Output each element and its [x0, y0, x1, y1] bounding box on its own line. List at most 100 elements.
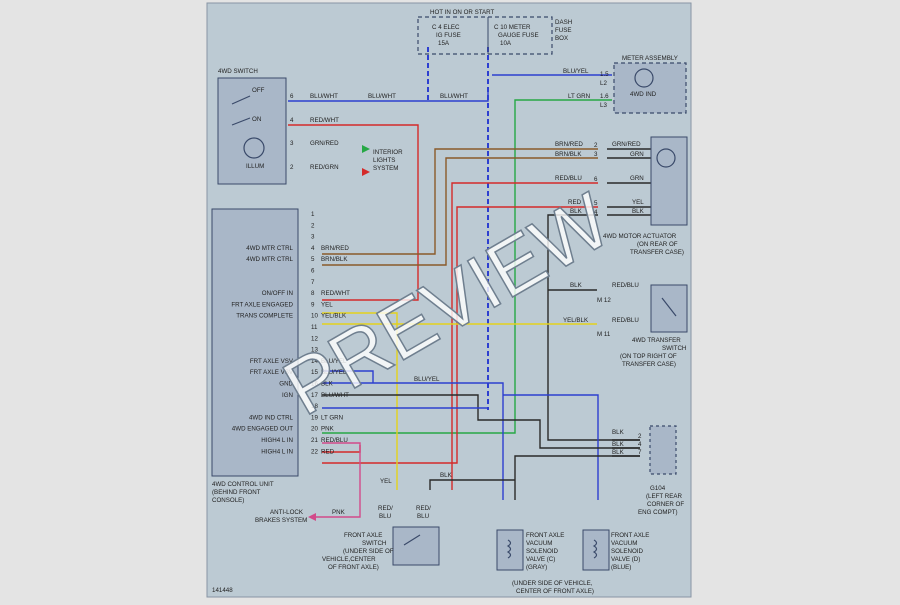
switch-contact-icon [231, 95, 251, 126]
g104-pin-2: 2 [638, 433, 642, 440]
fuse-c4-line-1: C 4 ELEC [432, 24, 460, 31]
front-switch-yel: YEL [380, 478, 392, 485]
vsv-d-caption-4: VALVE (D) [611, 556, 640, 563]
motor-caption-1: 4WD MOTOR ACTUATOR [603, 233, 677, 240]
meter-pin-4: L3 [600, 102, 607, 109]
cu-pin-number: 9 [311, 301, 315, 308]
cu-pin-wire: BLU/YEL [321, 369, 347, 376]
motor-right-grn-red: GRN/RED [612, 141, 641, 148]
interior-lights-1: INTERIOR [373, 149, 403, 156]
cu-pin-number: 15 [311, 369, 318, 376]
wire-red-blu-motor [451, 182, 598, 490]
mid-blu-yel-label: BLU/YEL [414, 376, 440, 383]
motor-box [650, 136, 688, 226]
motor-wire-red-blu: RED/BLU [555, 175, 582, 182]
cu-pin-wire: BRN/BLK [321, 256, 348, 263]
transfer-contact-icon [661, 297, 677, 317]
wire-lt-grn [322, 99, 612, 434]
switch-wire-red-grn: RED/GRN [310, 164, 339, 171]
transfer-caption-3: (ON TOP RIGHT OF [620, 353, 677, 360]
interior-lights-3: SYSTEM [373, 165, 398, 172]
switch-wire-grn-red: GRN/RED [310, 140, 339, 147]
g104-box [649, 425, 677, 475]
transfer-switch-box [650, 284, 688, 333]
wire-blk-bottom [429, 455, 640, 500]
meter-pin-1: 1.5 [600, 71, 609, 78]
cu-pin-number: 19 [311, 414, 318, 421]
4wd-motor-actuator [650, 136, 688, 226]
cu-caption-1: 4WD CONTROL UNIT [212, 481, 274, 488]
cu-pin-number: 18 [311, 403, 318, 410]
meter-assembly [613, 62, 687, 114]
front-switch-left-2: BLU [379, 513, 391, 520]
motor-right-grn-2: GRN [630, 175, 644, 182]
front-switch-caption-2: SWITCH [362, 540, 386, 547]
cu-pin-number: 13 [311, 347, 318, 354]
transfer-blk-label: BLK [570, 282, 583, 289]
arrow-right-icon [362, 145, 370, 153]
meter-box [613, 62, 687, 114]
wire-blk-motor [547, 214, 640, 441]
cu-pin-wire: PNK [321, 426, 335, 433]
vsv-d [582, 529, 610, 571]
blk-bottom-label: BLK [440, 472, 453, 479]
motor-right-yel: YEL [632, 199, 644, 206]
transfer-caption-4: TRANSFER CASE) [622, 361, 676, 368]
wire-blu-wht-fuse [427, 47, 489, 410]
wire-blk-ground [322, 394, 640, 449]
4wd-ind-lamp-icon [634, 68, 654, 88]
switch-on-label: ON [252, 116, 261, 123]
illum-lamp-icon [243, 137, 265, 159]
front-switch-caption-4: VEHICLE,CENTER [322, 556, 376, 563]
wire-blu-yel-vsv-d [503, 394, 599, 500]
cu-caption-3: CONSOLE) [212, 497, 244, 504]
wire-blu-yel-14 [322, 370, 374, 383]
meter-wire-lt-grn: LT GRN [568, 93, 590, 100]
switch-wire-red-wht: RED/WHT [310, 117, 339, 124]
motor-caption-2: (ON REAR OF [637, 241, 678, 248]
wire-brn-red [322, 148, 598, 255]
cu-pin-wire: RED [321, 448, 335, 455]
cu-pin-wire: YEL/BLK [321, 313, 347, 320]
g104-ground [649, 425, 677, 475]
front-switch-right-2: BLU [417, 513, 429, 520]
front-switch-caption-1: FRONT AXLE [344, 532, 382, 539]
switch-illum-label: ILLUM [246, 163, 264, 170]
solenoid-c-icon [506, 539, 512, 559]
cu-pin-number: 7 [311, 279, 315, 286]
front-switch-caption-5: OF FRONT AXLE) [328, 564, 379, 571]
cu-pin-number: 22 [311, 448, 318, 455]
wire-red-wht [288, 124, 419, 301]
cu-pin-number: 14 [311, 358, 318, 365]
motor-right-blk: BLK [632, 208, 645, 215]
cu-caption-2: (BEHIND FRONT [212, 489, 261, 496]
front-switch-caption-3: (UNDER SIDE OF [343, 548, 394, 555]
motor-wire-brn-blk: BRN/BLK [555, 151, 582, 158]
motor-wire-brn-red: BRN/RED [555, 141, 583, 148]
arrow-left-icon [308, 513, 316, 521]
cu-pin-wire: LT GRN [321, 414, 343, 421]
arrow-layer [308, 145, 370, 521]
g104-wire-1: BLK [612, 429, 625, 436]
g104-caption-3: CORNER OF [647, 501, 684, 508]
wire-motor-internal [607, 148, 665, 216]
g104-wire-2: BLK [612, 441, 625, 448]
dash-fuse-box-label-1: DASH [555, 19, 572, 26]
fuse-c4-line-3: 15A [438, 40, 450, 47]
cu-pin-wire: BLU/YEL [321, 358, 347, 365]
switch-pin-4: 4 [290, 117, 294, 124]
arrow-right-icon [362, 168, 370, 176]
cu-pin-function: FRT AXLE VSV [250, 369, 294, 376]
switch-pin-3: 3 [290, 140, 294, 147]
cu-pin-number: 1 [311, 211, 315, 218]
dash-fuse-box [417, 16, 553, 55]
cu-pin-function: FRT AXLE ENGAGED [231, 301, 293, 308]
cu-pin-number: 5 [311, 256, 315, 263]
cu-pin-number: 3 [311, 234, 315, 241]
vsv-c-caption-2: VACUUM [526, 540, 552, 547]
cu-pin-function: 4WD MTR CTRL [246, 245, 293, 252]
cu-pin-wire: BLK [321, 381, 334, 388]
cu-pin-number: 8 [311, 290, 315, 297]
switch-wire-blu-wht: BLU/WHT [310, 93, 338, 100]
